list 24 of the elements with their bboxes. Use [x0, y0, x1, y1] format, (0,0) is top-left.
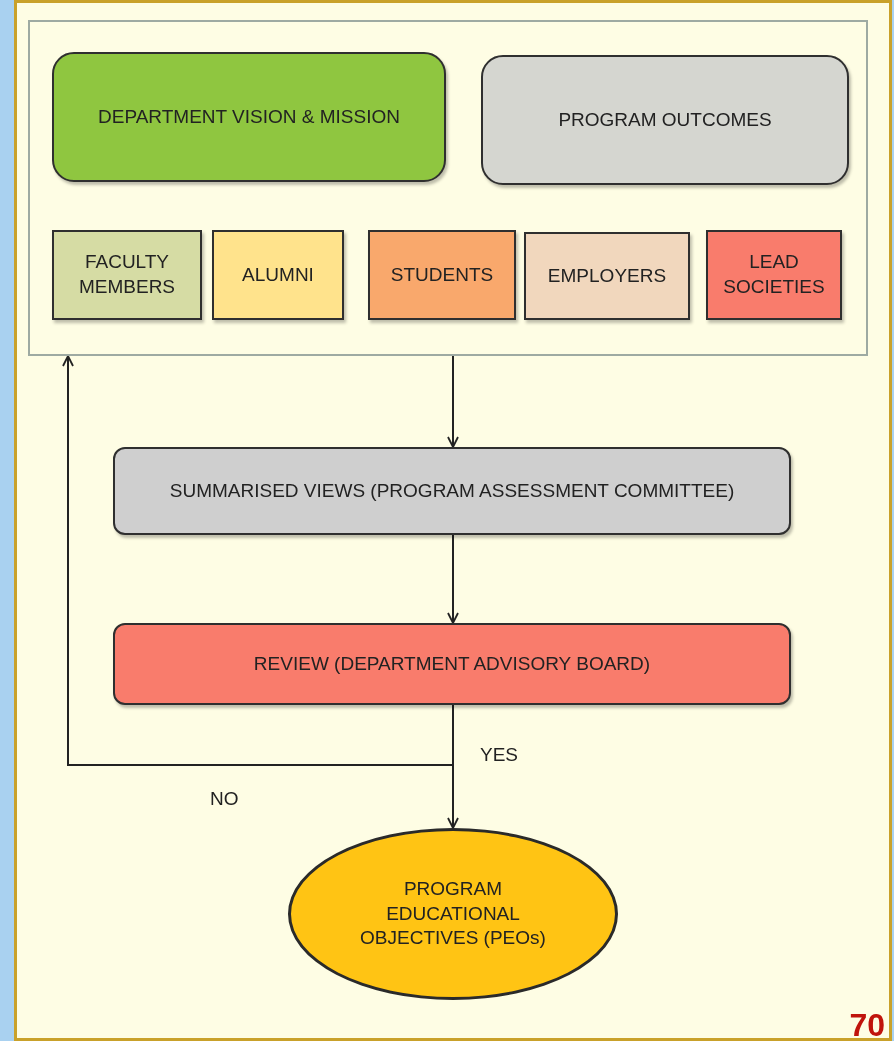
node-label: FACULTY MEMBERS: [77, 250, 177, 299]
node-label: PROGRAM OUTCOMES: [558, 107, 772, 132]
arrow: [447, 355, 459, 448]
stakeholder-box: [52, 230, 202, 320]
node-label: PROGRAM EDUCATIONAL OBJECTIVES (PEOs): [359, 876, 547, 951]
rounded-box: [52, 52, 446, 182]
node-label: STUDENTS: [390, 262, 494, 287]
rounded-box: [481, 55, 849, 185]
node-label: REVIEW (DEPARTMENT ADVISORY BOARD): [253, 651, 651, 676]
node-label: EMPLOYERS: [547, 263, 667, 288]
node-label: DEPARTMENT VISION & MISSION: [98, 104, 400, 129]
node-label: ALUMNI: [242, 262, 314, 287]
group-box: [28, 20, 868, 356]
arrow: [447, 534, 459, 624]
node-label: SUMMARISED VIEWS (PROGRAM ASSESSMENT COMMITTEE): [169, 478, 735, 503]
page-number: 70: [849, 1007, 885, 1041]
process-box: [113, 447, 791, 535]
arrow: [62, 355, 454, 766]
stakeholder-box: [212, 230, 344, 320]
stakeholder-box: [368, 230, 516, 320]
stakeholder-box: [706, 230, 842, 320]
stakeholder-box: [524, 232, 690, 320]
process-box: [113, 623, 791, 705]
node-label: LEAD SOCIETIES: [722, 250, 826, 299]
